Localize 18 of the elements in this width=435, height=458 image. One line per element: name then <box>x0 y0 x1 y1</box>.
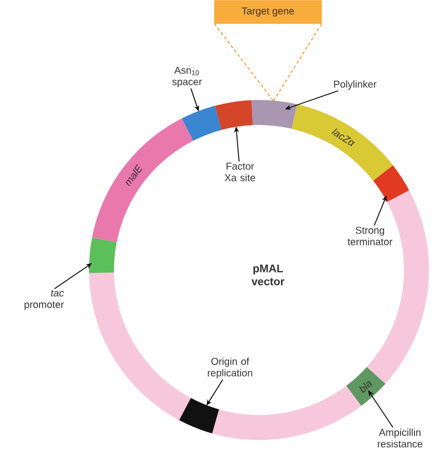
ring-segment: bla <box>346 367 386 406</box>
ring-segment <box>182 106 222 141</box>
ring-segment <box>373 165 410 202</box>
callout-label: Strong terminator <box>348 226 392 246</box>
ring-segment <box>88 238 117 273</box>
dashed-line <box>214 23 274 102</box>
ring-segment <box>252 100 298 129</box>
ring-segment <box>215 100 253 130</box>
ring-segment <box>179 398 219 434</box>
center-label: pMAL vector <box>252 264 284 286</box>
gene-box: Target gene <box>214 0 322 24</box>
callout-label: Origin of replication <box>208 358 252 378</box>
callout-label: Factor Xa site <box>224 162 256 182</box>
callout-label: Polylinker <box>334 80 376 90</box>
callout-label: tac promoter <box>24 290 64 310</box>
dashed-line <box>272 23 322 102</box>
callout-label: Ampicillin resistance <box>378 428 422 448</box>
callout-label: Asn$_{10}$ spacer <box>172 66 202 88</box>
